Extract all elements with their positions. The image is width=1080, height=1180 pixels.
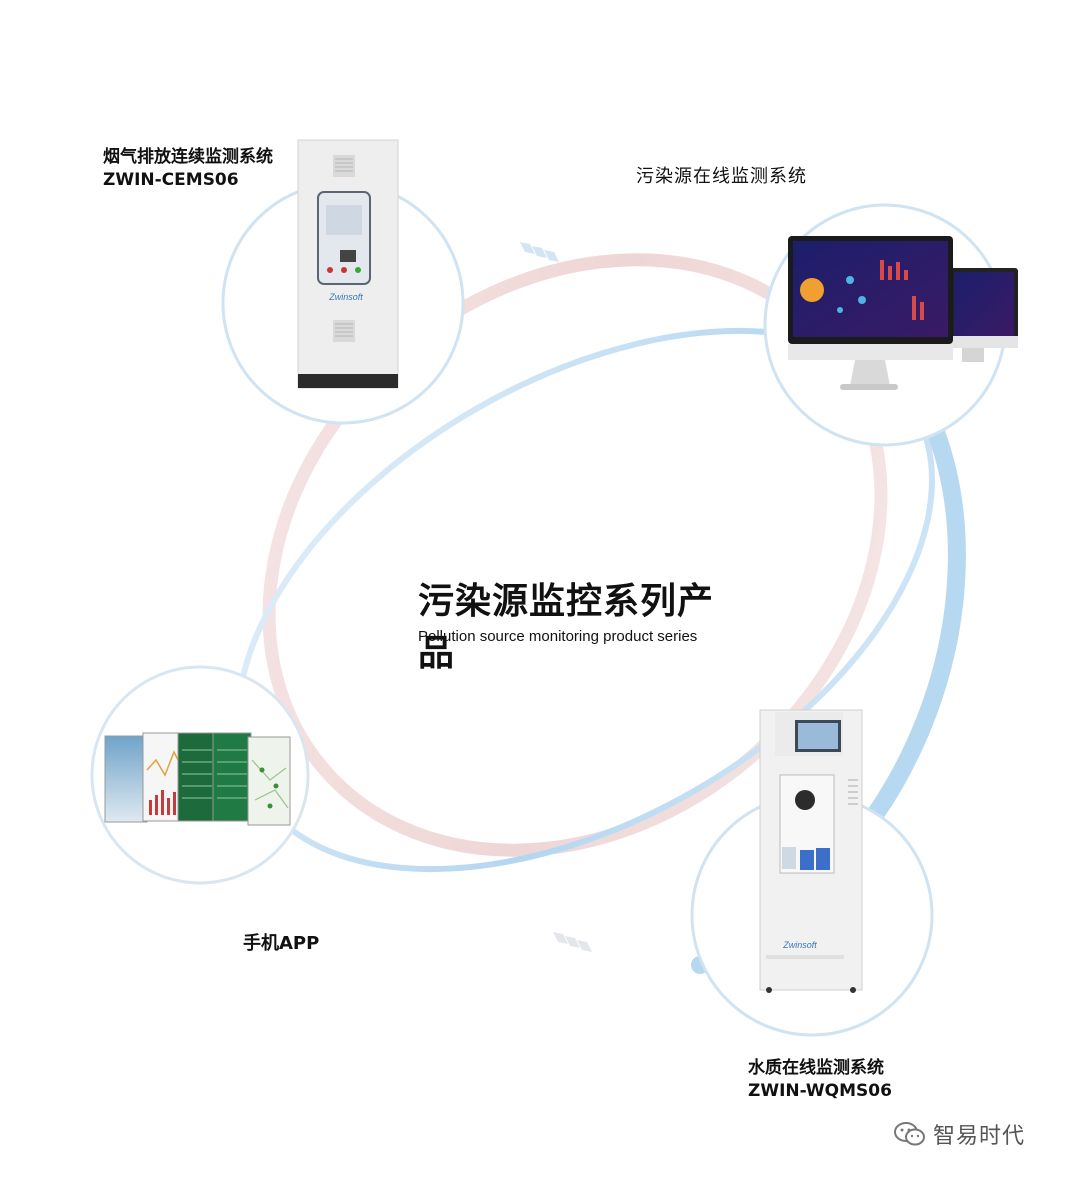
mobile-app-screens-image xyxy=(104,732,291,826)
cems-cabinet-image: Zwinsoft xyxy=(297,139,399,389)
cems-title: 烟气排放连续监测系统 xyxy=(103,147,273,167)
center-subtitle: Pollution source monitoring product seri… xyxy=(418,628,698,645)
platform-monitors-image xyxy=(788,236,1018,390)
wechat-icon xyxy=(894,1122,925,1146)
wqms-model: ZWIN-WQMS06 xyxy=(748,1081,892,1101)
cabinet-brand-logo: Zwinsoft xyxy=(328,292,363,302)
chevron-arrows-icon xyxy=(553,932,592,952)
app-title: 手机APP xyxy=(243,933,320,954)
cabinet-brand-logo: Zwinsoft xyxy=(782,940,817,950)
watermark: 智易时代 xyxy=(893,1118,1025,1150)
center-title: 污染源监控系列产品 xyxy=(418,581,715,674)
platform-title: 污染源在线监测系统 xyxy=(636,166,807,187)
chevron-arrows-icon xyxy=(520,242,559,262)
cems-label: 烟气排放连续监测系统 ZWIN-CEMS06 xyxy=(103,146,273,192)
cems-model: ZWIN-CEMS06 xyxy=(103,170,239,190)
wqms-label: 水质在线监测系统 ZWIN-WQMS06 xyxy=(748,1057,892,1103)
wqms-cabinet-image: Zwinsoft xyxy=(759,709,863,993)
watermark-text: 智易时代 xyxy=(933,1124,1026,1149)
wqms-title: 水质在线监测系统 xyxy=(748,1058,884,1078)
